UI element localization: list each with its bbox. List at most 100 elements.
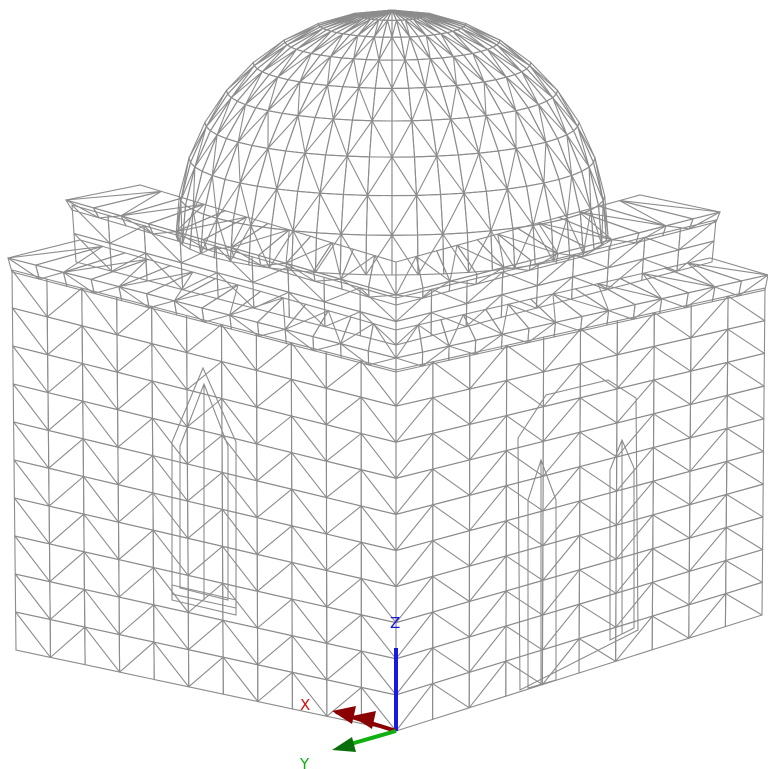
left-wall-diag [291,598,328,644]
drum-right-cell [676,240,715,272]
left-wall-diag [256,378,292,408]
cornice-left-diag [7,257,40,280]
left-wall-diag [116,305,152,336]
rim-top-right-diag [497,233,505,268]
left-wall-diag [83,589,120,635]
dome-diag [230,71,263,99]
dome-cell [413,155,442,196]
dome-diag [396,19,411,38]
cornice-top-right-cell [663,262,744,288]
rim-top-left-diag [230,229,290,249]
rim-front-left-diag [175,231,208,251]
rim-top-left-cell [119,197,206,225]
dome-diag [205,97,232,128]
drum-left-diag [359,287,397,322]
left-wall-diag [83,476,119,523]
dome-diag [463,192,492,232]
left-wall-diag [47,325,83,356]
dome-diag [230,65,255,99]
left-wall-diag [326,686,362,717]
left-wall-diag [153,641,190,688]
left-wall-diag [83,551,120,598]
dome-diag [299,53,312,83]
y-axis-arrowhead [332,737,356,752]
drum-right-diag [431,288,467,305]
left-wall-diag [291,525,328,571]
drum-left-diag [216,272,255,309]
rim-front-left-diag [206,246,232,251]
left-wall-diag [118,604,155,636]
cornice-left-diag [173,300,205,323]
right-wall-diag [468,590,507,638]
drum-left-diag [324,287,361,303]
dome-cell [500,110,533,150]
dome-diag [424,87,452,120]
dome-diag [326,56,332,86]
dome-diag [425,35,454,58]
left-wall-diag [82,438,119,486]
dome-diag [391,20,398,38]
left-wall-diag [14,573,51,620]
dome-diag [261,44,288,73]
dome-diag [506,148,517,190]
left-wall-diag [256,525,293,555]
cornice-top-left-diag [229,284,239,316]
left-wall-diag [84,626,121,673]
rim-top-left-diag [175,216,247,233]
dome-diag [268,230,294,269]
dome-diag [245,76,279,106]
right-wall-diag [505,590,543,616]
left-wall-diag [152,567,189,613]
dome-diag [532,225,555,262]
drum-left-diag [324,311,361,328]
left-wall-diag [81,287,118,336]
right-wall-diag [469,380,508,425]
cornice-top-right-diag [448,314,464,347]
dome-diag [436,155,465,194]
drum-right-diag [465,294,503,328]
left-wall-diag [152,529,189,576]
drum-right-diag [466,271,504,305]
rim-top-left-diag [285,242,333,264]
right-wall-diag [395,468,434,515]
cornice-right-diag [527,321,556,344]
dome-diag [463,153,480,194]
dome-diag [373,19,380,38]
cornice-left-diag [258,328,286,337]
dome-diag [391,59,406,89]
drum-right-diag [536,254,575,287]
rim-top-right-diag [497,233,559,255]
right-wall-diag [543,328,581,373]
dome-diag [404,36,411,61]
dome-diag [292,230,316,273]
dome-diag [416,195,444,235]
dome-diag [450,85,458,120]
left-wall-diag [119,641,155,673]
right-wall-diag [616,379,655,424]
right-wall-diag [725,527,763,551]
right-wall-diag [395,576,434,624]
dome-diag [292,192,321,232]
rim-top-right-cell [597,200,694,227]
dome-diag [429,12,466,26]
right-wall-diag [506,380,544,408]
dome-diag [571,175,592,211]
cornice-right-diag [474,333,503,355]
right-wall-diag [432,611,470,638]
dome-diag [440,33,474,54]
dome-diag [192,166,196,210]
door-frame [517,379,639,691]
dome-diag [391,156,417,196]
dome-diag [378,59,393,89]
dome-diag [465,24,501,41]
right-wall-diag [395,683,434,732]
cornice-top-left-diag [118,271,194,288]
dome-diag [299,56,331,83]
dome-diag [353,35,359,59]
cornice-right-diag [395,357,423,367]
right-wall-diag [506,450,544,477]
dome-cell [297,152,327,194]
right-wall-diag [395,647,434,696]
